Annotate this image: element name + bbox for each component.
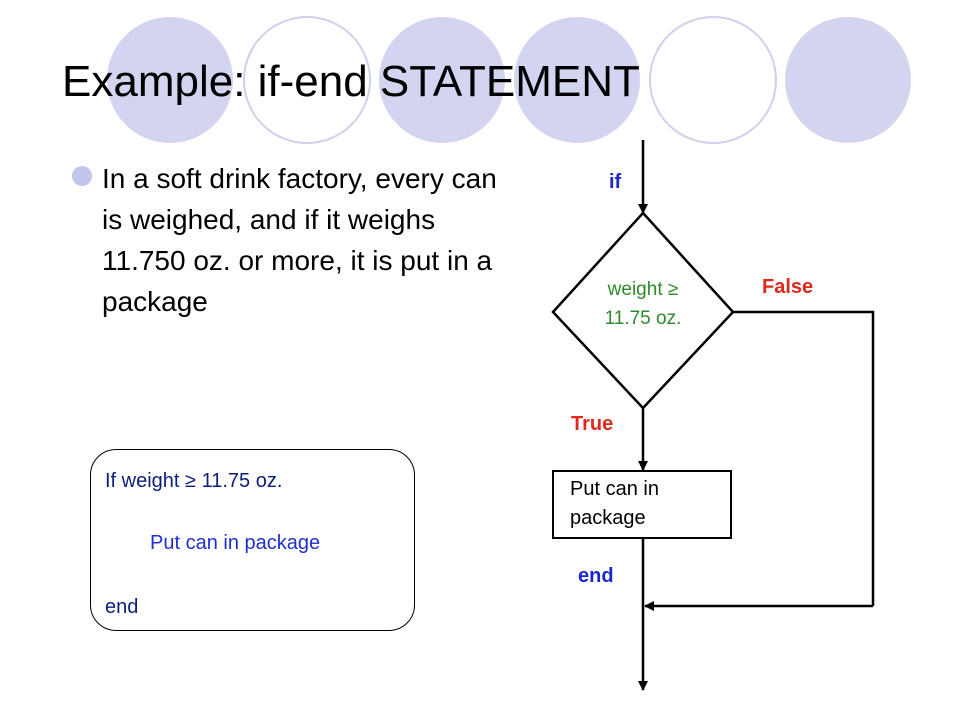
if-label: if xyxy=(609,171,622,193)
false-path xyxy=(733,310,875,606)
action-line-1: Put can in xyxy=(570,478,659,500)
pseudocode-line-end: end xyxy=(105,596,139,618)
decorative-circle-5 xyxy=(649,16,777,144)
false-label: False xyxy=(762,276,814,298)
pseudocode-line-if: If weight ≥ 11.75 oz. xyxy=(105,470,283,492)
decorative-circle-6 xyxy=(785,17,911,143)
bullet-text: In a soft drink factory, every can is we… xyxy=(102,163,497,317)
action-line-2: package xyxy=(570,507,646,529)
end-label: end xyxy=(578,565,614,587)
decorative-circle-1 xyxy=(107,17,233,143)
bullet-marker xyxy=(72,166,92,186)
pseudocode-box xyxy=(90,449,415,631)
decorative-circle-2 xyxy=(243,16,371,144)
condition-text: weight ≥ 11.75 oz. xyxy=(569,275,717,333)
action-box xyxy=(552,470,732,539)
true-label: True xyxy=(571,413,614,435)
slide-title: Example: if-end STATEMENT xyxy=(62,57,640,106)
action-text: Put can in package xyxy=(570,475,730,533)
condition-line-2: 11.75 oz. xyxy=(604,308,682,329)
decorative-circle-3 xyxy=(379,17,505,143)
condition-line-1: weight ≥ xyxy=(607,279,679,300)
flowchart xyxy=(551,140,875,691)
pseudocode-line-action: Put can in package xyxy=(150,532,321,554)
decorative-circle-4 xyxy=(514,17,640,143)
decorative-circles xyxy=(107,16,911,144)
